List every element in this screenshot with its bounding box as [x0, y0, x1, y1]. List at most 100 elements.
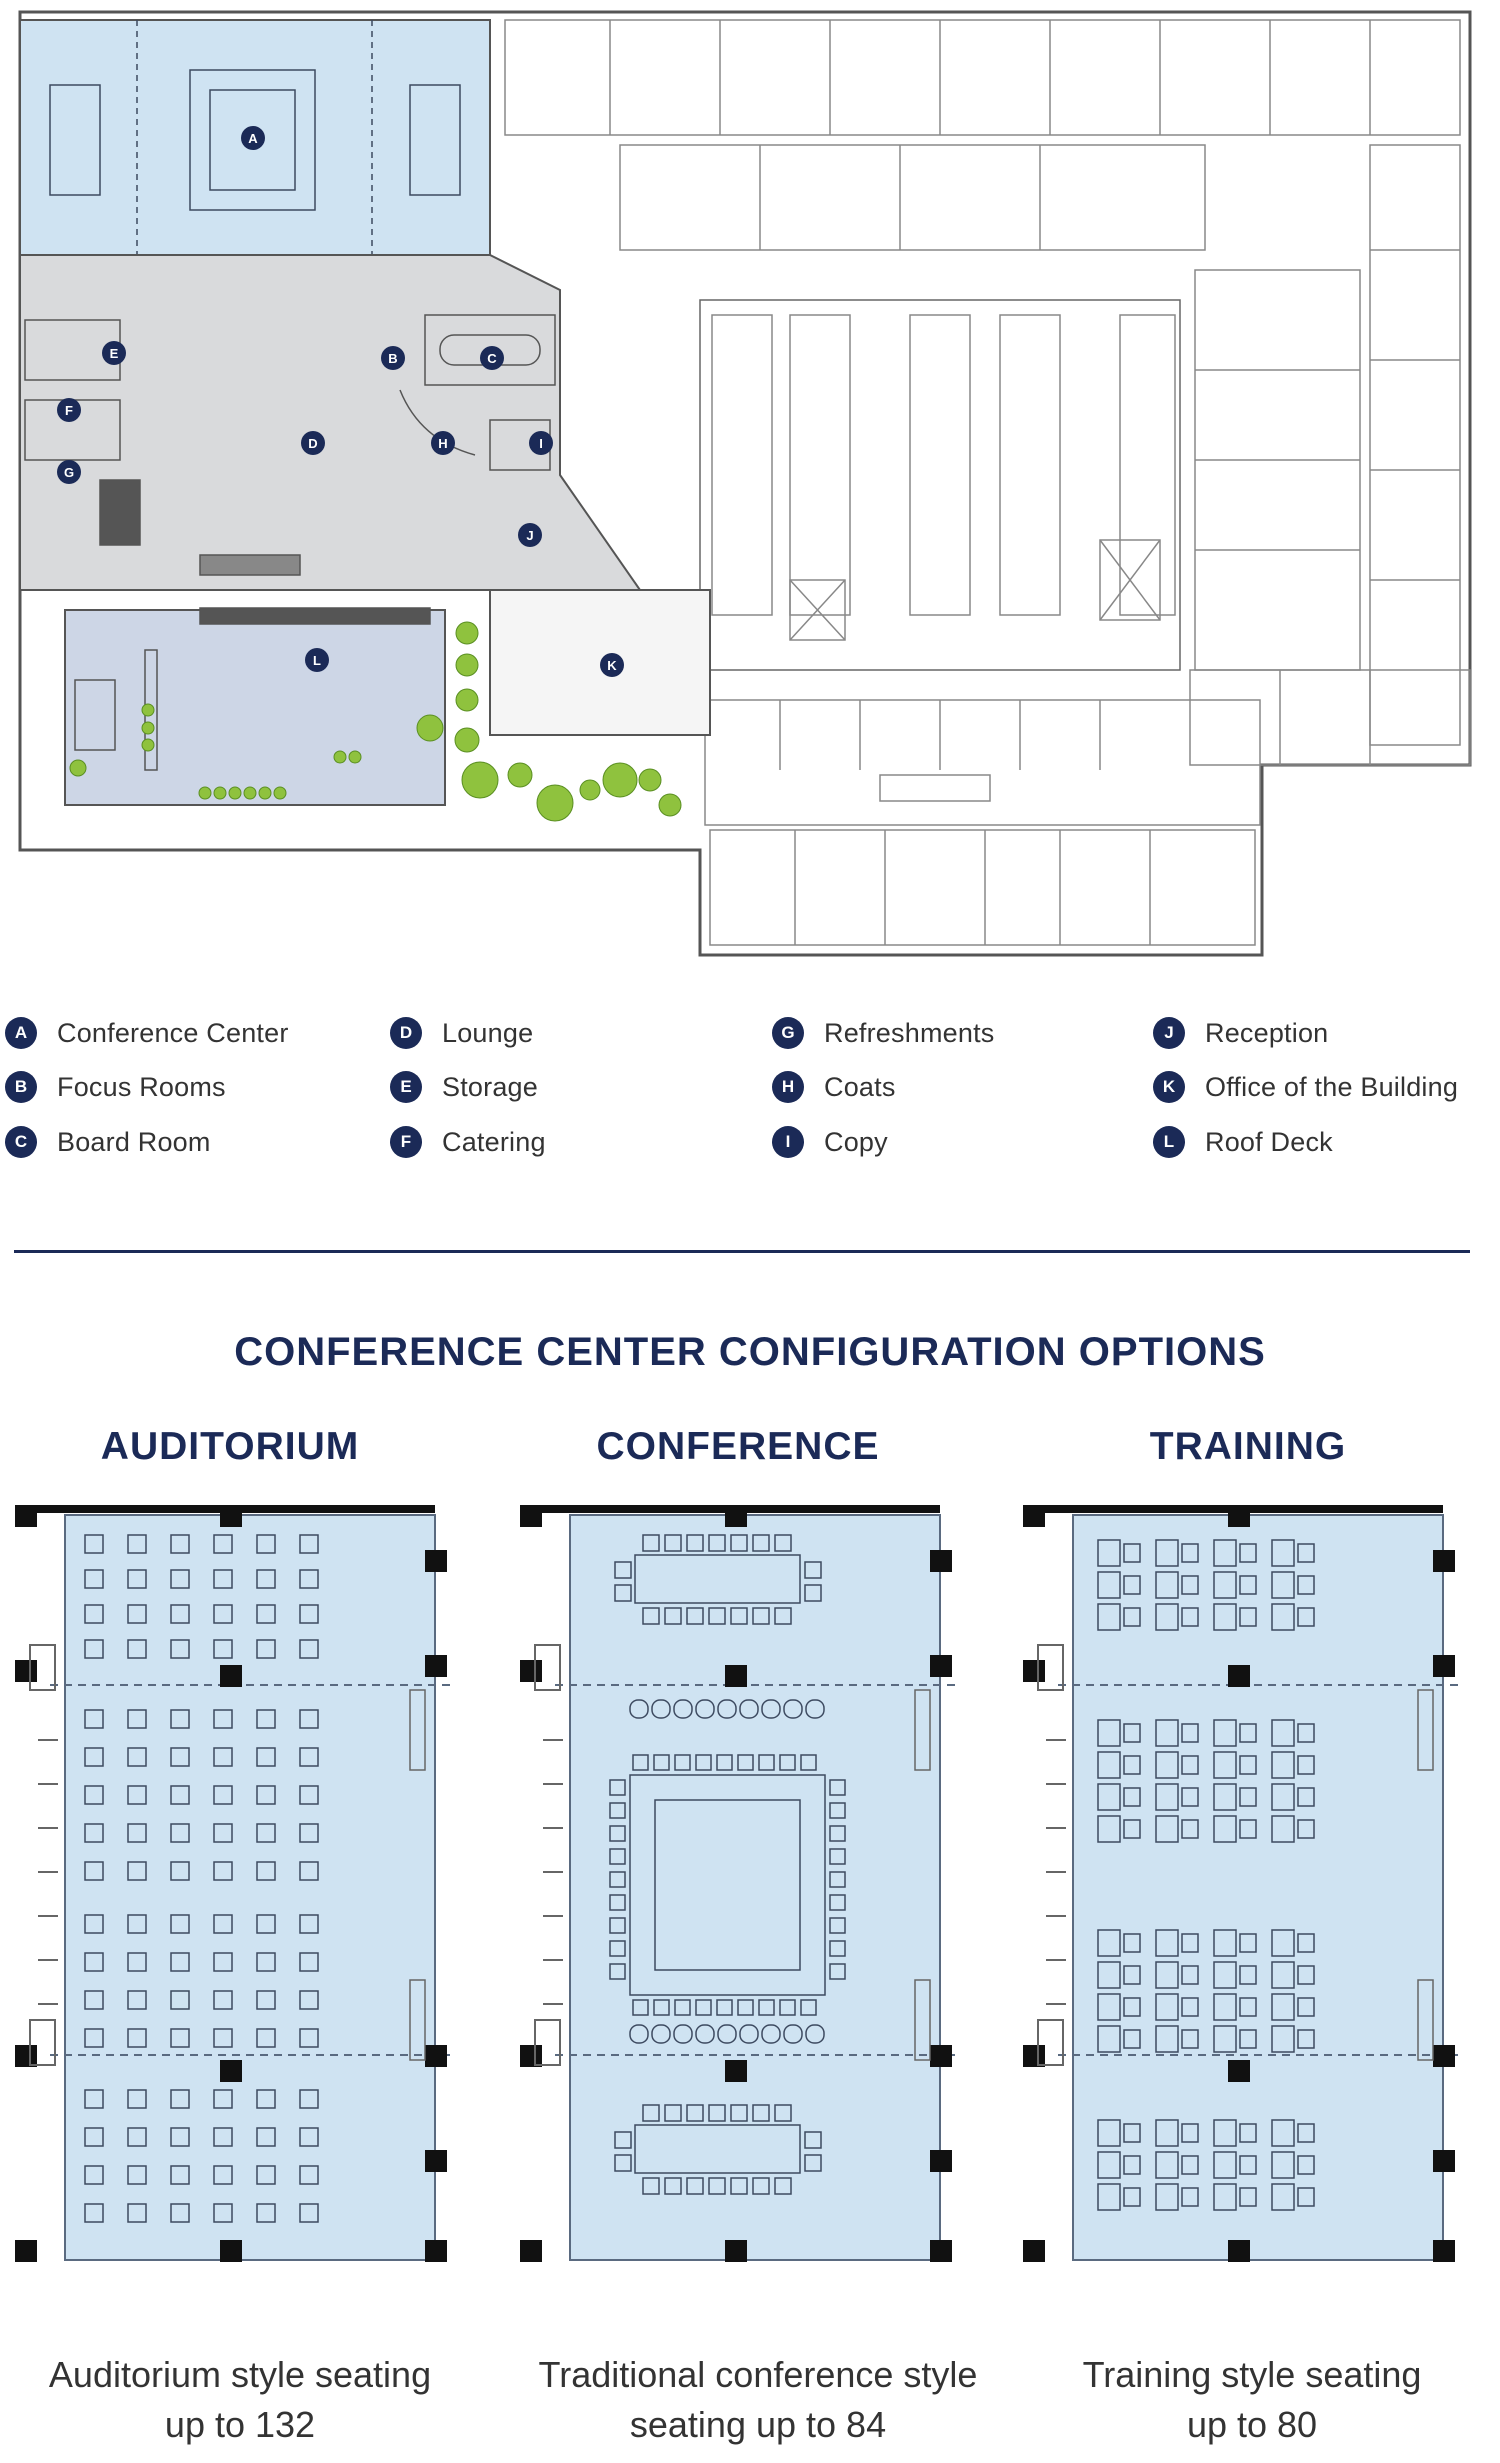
chair: [829, 1917, 846, 1934]
map-marker-l[interactable]: L: [305, 648, 329, 672]
column: [220, 1505, 242, 1527]
chair: [774, 2177, 792, 2195]
chair: [256, 1534, 276, 1554]
desk: [1097, 1751, 1121, 1779]
chair: [170, 1990, 190, 2010]
desk: [1097, 2119, 1121, 2147]
chair: [213, 2028, 233, 2048]
legend-label: Catering: [442, 1126, 546, 1157]
chair: [1239, 2123, 1257, 2143]
chair: [1297, 2123, 1315, 2143]
chair: [1297, 1607, 1315, 1627]
chair: [739, 1699, 759, 1719]
chair: [1297, 1819, 1315, 1839]
desk: [1213, 1603, 1237, 1631]
chair: [84, 1747, 104, 1767]
chair: [170, 1534, 190, 1554]
chair: [1297, 1997, 1315, 2017]
desk: [1271, 1719, 1295, 1747]
legend-item-reception[interactable]: J Reception: [1153, 1013, 1328, 1053]
chair: [829, 1894, 846, 1911]
map-marker-c[interactable]: C: [480, 346, 504, 370]
chair: [256, 1914, 276, 1934]
column: [220, 2060, 242, 2082]
legend-item-copy[interactable]: I Copy: [772, 1122, 888, 1162]
chair: [170, 2127, 190, 2147]
desk: [1097, 1929, 1121, 1957]
column: [1228, 1505, 1250, 1527]
map-marker-k[interactable]: K: [600, 653, 624, 677]
chair: [609, 1848, 626, 1865]
chair: [1181, 1933, 1199, 1953]
chair: [256, 2165, 276, 2185]
chair: [84, 2127, 104, 2147]
chair: [213, 1914, 233, 1934]
chair: [752, 1534, 770, 1552]
chair: [1297, 1787, 1315, 1807]
chair: [1123, 1543, 1141, 1563]
legend-item-office-of-the-building[interactable]: K Office of the Building: [1153, 1067, 1458, 1107]
map-marker-i[interactable]: I: [529, 431, 553, 455]
legend-item-roof-deck[interactable]: L Roof Deck: [1153, 1122, 1333, 1162]
chair: [170, 2165, 190, 2185]
chair: [170, 1861, 190, 1881]
chair: [213, 1861, 233, 1881]
chair: [1297, 2029, 1315, 2049]
map-marker-j[interactable]: J: [518, 523, 542, 547]
chair: [1297, 2187, 1315, 2207]
desk: [1213, 2151, 1237, 2179]
desk: [1155, 1719, 1179, 1747]
chair: [1239, 1755, 1257, 1775]
chair: [804, 1584, 822, 1602]
map-marker-a[interactable]: A: [241, 126, 265, 150]
chair: [739, 2024, 759, 2044]
legend-item-conference-center[interactable]: A Conference Center: [5, 1013, 289, 1053]
svg-text:I: I: [539, 436, 543, 451]
chair: [783, 2024, 803, 2044]
chair: [674, 1754, 691, 1771]
desk: [1097, 2183, 1121, 2211]
roof-deck-area: [64, 609, 446, 806]
desk: [1097, 1783, 1121, 1811]
wall-panel: [1417, 1979, 1434, 2061]
column: [1433, 2240, 1455, 2262]
chair: [673, 1699, 693, 1719]
column: [930, 1655, 952, 1677]
map-marker-e[interactable]: E: [102, 341, 126, 365]
chair: [1239, 1575, 1257, 1595]
map-marker-h[interactable]: H: [431, 431, 455, 455]
column: [425, 1550, 447, 1572]
chair: [829, 1825, 846, 1842]
chair: [609, 1917, 626, 1934]
chair: [609, 1963, 626, 1980]
chair: [299, 1569, 319, 1589]
legend-item-refreshments[interactable]: G Refreshments: [772, 1013, 994, 1053]
chair: [256, 1952, 276, 1972]
desk: [1155, 1929, 1179, 1957]
chair: [1181, 1607, 1199, 1627]
desk: [1155, 1993, 1179, 2021]
chair: [1297, 2155, 1315, 2175]
chair: [213, 2165, 233, 2185]
chair: [695, 1999, 712, 2016]
map-marker-f[interactable]: F: [57, 398, 81, 422]
desk: [1213, 1571, 1237, 1599]
legend-item-catering[interactable]: F Catering: [390, 1122, 546, 1162]
door: [1037, 2019, 1064, 2066]
chair: [127, 2165, 147, 2185]
column: [520, 1505, 542, 1527]
map-marker-d[interactable]: D: [301, 431, 325, 455]
legend-item-focus-rooms[interactable]: B Focus Rooms: [5, 1067, 226, 1107]
chair: [829, 1963, 846, 1980]
map-marker-b[interactable]: B: [381, 346, 405, 370]
chair: [1123, 1965, 1141, 1985]
legend-item-board-room[interactable]: C Board Room: [5, 1122, 211, 1162]
chair: [737, 1754, 754, 1771]
desk: [1271, 2183, 1295, 2211]
map-marker-g[interactable]: G: [57, 460, 81, 484]
legend-item-lounge[interactable]: D Lounge: [390, 1013, 533, 1053]
column: [930, 1550, 952, 1572]
chair: [84, 1952, 104, 1972]
legend-item-storage[interactable]: E Storage: [390, 1067, 538, 1107]
legend-item-coats[interactable]: H Coats: [772, 1067, 896, 1107]
